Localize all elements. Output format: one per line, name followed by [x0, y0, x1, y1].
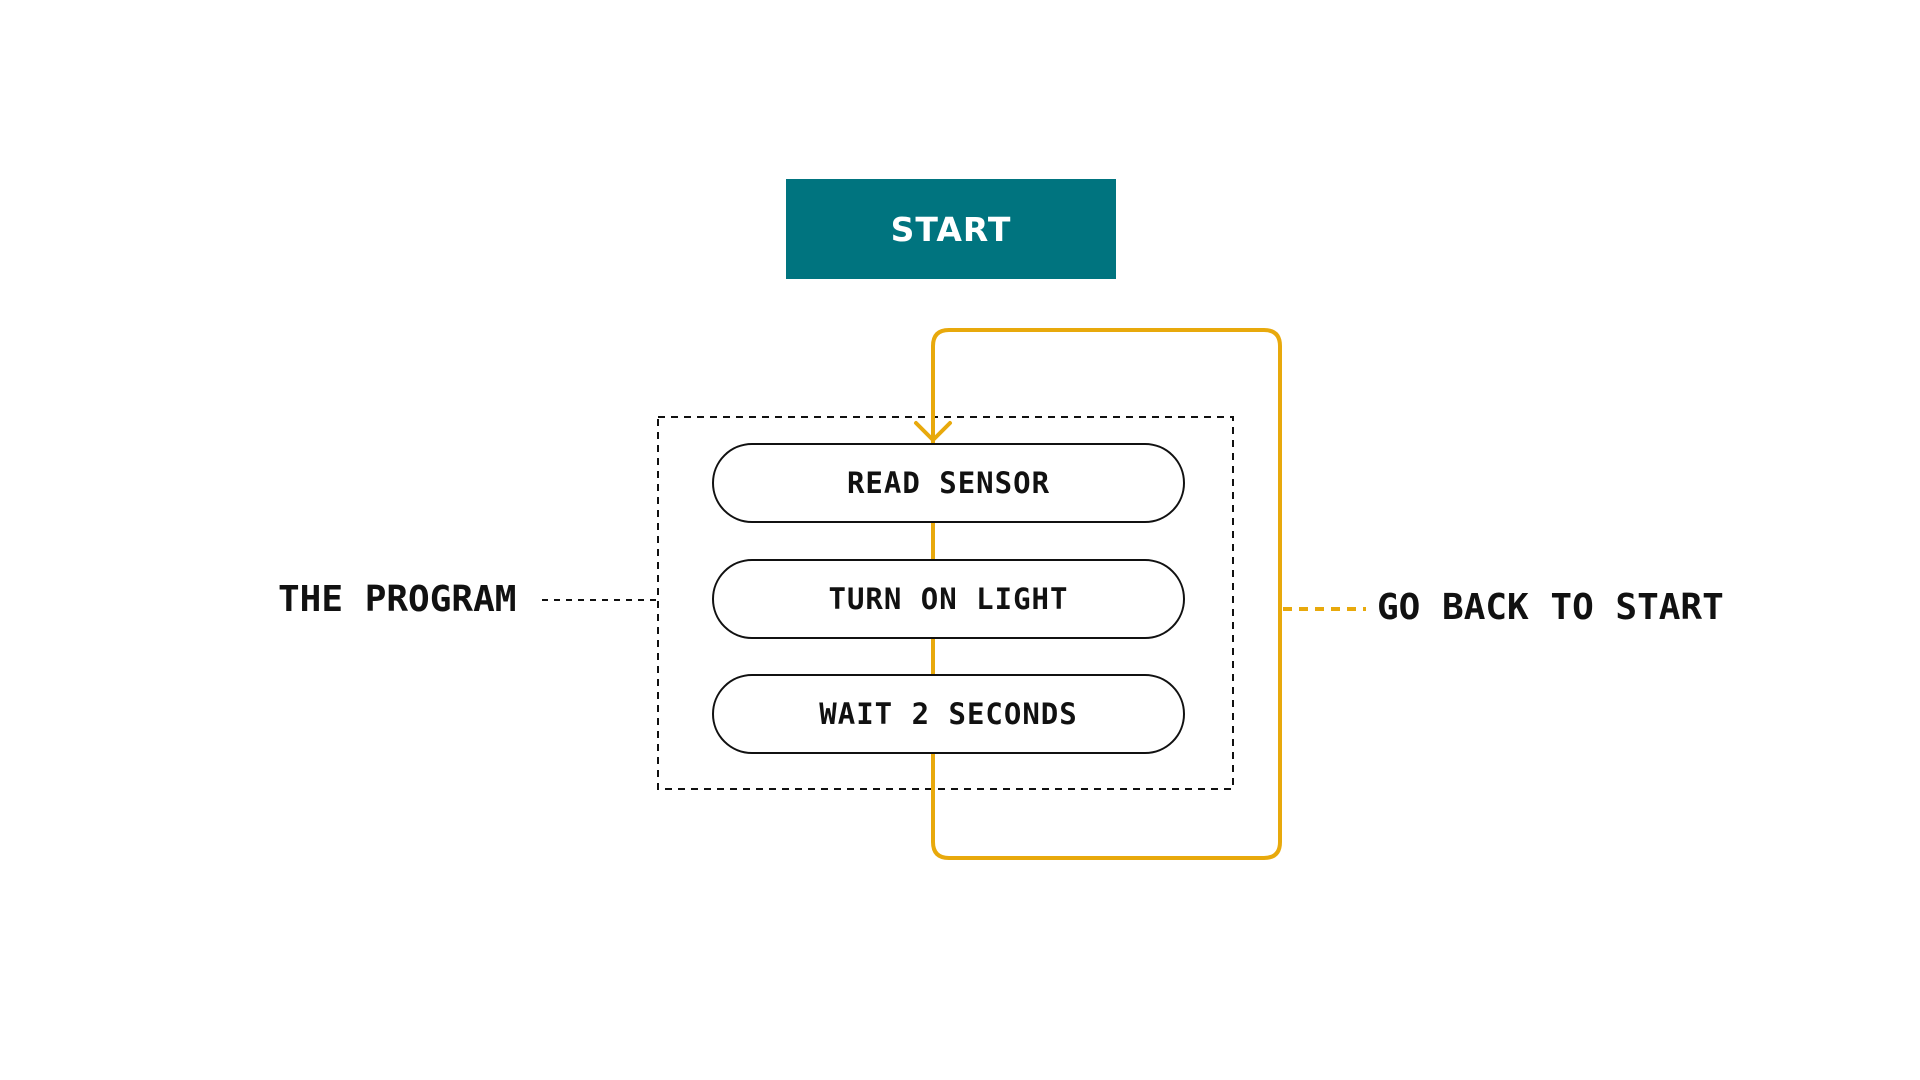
- program-label: THE PROGRAM: [278, 579, 517, 620]
- program-group-box: [657, 416, 1234, 790]
- step-label: READ SENSOR: [846, 466, 1051, 500]
- loop-arrowhead: [914, 421, 952, 442]
- loop-arrow-path: [931, 328, 1282, 860]
- step-label: WAIT 2 SECONDS: [819, 697, 1078, 731]
- step-wait-2-seconds: WAIT 2 SECONDS: [712, 674, 1185, 754]
- step-turn-on-light: TURN ON LIGHT: [712, 559, 1185, 639]
- step-label: TURN ON LIGHT: [828, 582, 1069, 616]
- loop-label: GO BACK TO START: [1377, 587, 1724, 628]
- start-block: START: [786, 179, 1116, 279]
- step-read-sensor: READ SENSOR: [712, 443, 1185, 523]
- start-label: START: [890, 209, 1012, 249]
